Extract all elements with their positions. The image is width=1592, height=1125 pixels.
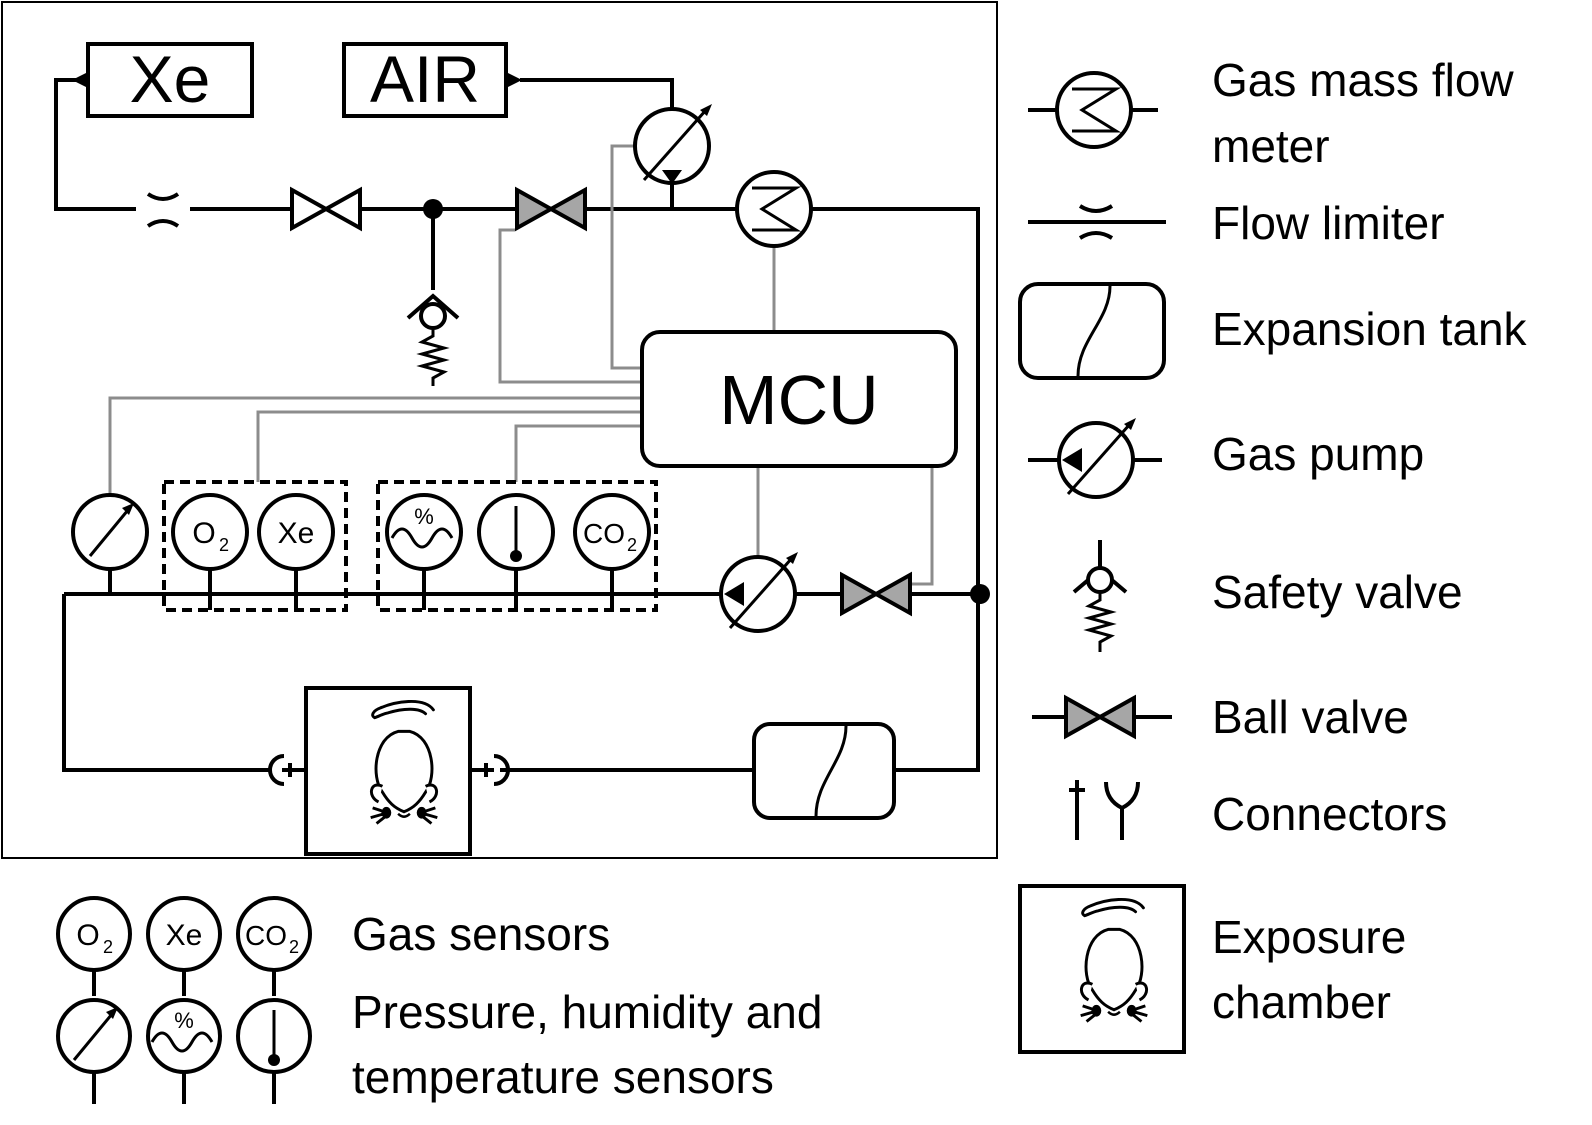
signal-wires: [108, 144, 934, 586]
legend-gas-pump-icon: [1028, 418, 1162, 499]
legend-pressure-sensor-icon: [56, 998, 132, 1074]
pipe-to-right-rail: [812, 207, 980, 772]
legend-ball-valve: Ball valve: [1212, 691, 1409, 743]
connector-left: [268, 754, 306, 786]
legend-o2-sensor-icon: O 2: [56, 896, 132, 972]
legend-co2-sensor-icon: CO 2: [236, 896, 312, 972]
legend-flow-meter-icon: [1028, 71, 1158, 149]
diagram-frame: [1, 1, 998, 859]
legend-humidity-sensor-icon: %: [146, 998, 222, 1074]
air-source-label: AIR: [370, 42, 480, 116]
temperature-sensor: [477, 493, 555, 571]
svg-text:O: O: [192, 517, 215, 550]
env-sensor-group: [376, 480, 658, 612]
legend-other-sensors-line1: Pressure, humidity and: [352, 986, 822, 1038]
flow-limiter-icon: [146, 192, 180, 228]
svg-text:%: %: [174, 1008, 194, 1033]
mcu-unit: MCU: [640, 330, 958, 468]
xe-source-label: Xe: [130, 42, 211, 116]
co2-sensor: CO 2: [573, 493, 651, 571]
legend-flow-meter-line1: Gas mass flow: [1212, 54, 1514, 106]
exposure-chamber: [304, 686, 472, 856]
gas-pump-bottom: [719, 552, 798, 633]
mass-flow-meter: [735, 170, 813, 248]
svg-text:2: 2: [103, 937, 113, 957]
ball-valve-bottom: [840, 571, 881, 617]
svg-text:%: %: [414, 504, 434, 529]
xe-sensor: Xe: [257, 493, 335, 571]
legend-expansion-tank: Expansion tank: [1212, 303, 1528, 355]
svg-text:2: 2: [219, 535, 229, 555]
legend-ball-valve-icon: [1032, 694, 1172, 740]
air-source: AIR: [342, 42, 522, 118]
legend-gas-pump: Gas pump: [1212, 428, 1424, 480]
pipe-top-left: [54, 78, 136, 211]
legend-exposure-chamber-line2: chamber: [1212, 976, 1391, 1028]
safety-valve: [406, 293, 460, 386]
legend-connectors: Connectors: [1212, 788, 1447, 840]
pipe-loop-left: [62, 594, 270, 772]
legend-exposure-chamber-line1: Exposure: [1212, 911, 1406, 963]
svg-text:2: 2: [627, 535, 637, 555]
ball-valve-top: [515, 186, 556, 232]
legend-xe-sensor-icon: Xe: [146, 896, 222, 972]
pipe-air-to-pump: [520, 78, 674, 108]
svg-text:Xe: Xe: [166, 919, 203, 952]
legend-expansion-tank-icon: [1018, 282, 1166, 380]
xe-source: Xe: [72, 42, 254, 118]
svg-text:2: 2: [289, 937, 299, 957]
pressure-sensor: [71, 493, 149, 571]
legend-safety-valve-icon: [1072, 540, 1128, 652]
legend-connectors-icon: [1069, 780, 1140, 840]
pipelines: [54, 78, 980, 772]
svg-text:CO: CO: [583, 518, 625, 549]
connector-right: [470, 754, 510, 786]
legend-safety-valve: Safety valve: [1212, 566, 1463, 618]
gas-pump-top: [633, 104, 712, 185]
legend-gas-sensors: Gas sensors: [352, 908, 610, 960]
expansion-tank: [752, 722, 896, 820]
humidity-sensor: %: [385, 493, 463, 571]
legend-flow-limiter: Flow limiter: [1212, 197, 1445, 249]
svg-text:Xe: Xe: [278, 517, 315, 550]
legend-flow-limiter-icon: [1028, 204, 1166, 240]
legend-sensors: O 2 Xe CO 2 % Gas sensors Pressure,: [56, 896, 822, 1104]
junction-right: [970, 584, 990, 604]
legend: Gas mass flow meter Flow limiter Expansi…: [1018, 54, 1528, 1054]
legend-flow-meter-line2: meter: [1212, 120, 1330, 172]
mcu-label: MCU: [719, 361, 878, 439]
legend-exposure-chamber-icon: [1018, 884, 1186, 1054]
ball-valve-white: [290, 186, 331, 232]
legend-other-sensors-line2: temperature sensors: [352, 1051, 774, 1103]
o2-sensor: O 2: [171, 493, 249, 571]
junction-top: [423, 199, 443, 219]
svg-text:CO: CO: [245, 920, 287, 951]
legend-temperature-sensor-icon: [236, 998, 312, 1074]
gas-sensor-group: [162, 480, 348, 612]
svg-text:O: O: [76, 919, 99, 952]
